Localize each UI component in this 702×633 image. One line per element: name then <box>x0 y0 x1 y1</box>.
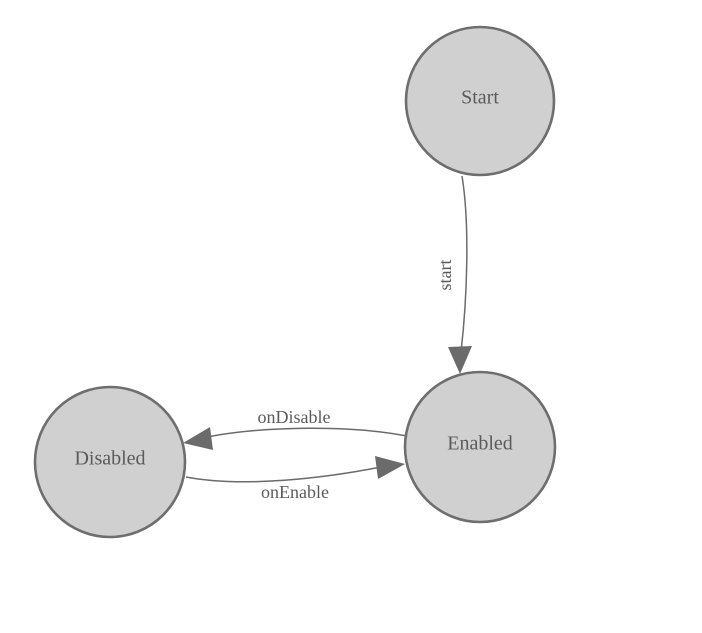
node-enabled-label: Enabled <box>447 433 513 455</box>
edge-start-to-enabled-label: start <box>435 260 455 291</box>
edge-disabled-to-enabled-path <box>185 466 382 483</box>
node-start-circle <box>404 25 556 177</box>
edge-enabled-to-disabled-label: onDisable <box>258 407 331 427</box>
node-start-label: Start <box>461 87 499 109</box>
node-start[interactable]: Start <box>404 25 556 177</box>
node-disabled-label: Disabled <box>74 448 145 470</box>
edge-start-to-enabled[interactable]: start <box>435 175 472 374</box>
node-enabled[interactable]: Enabled <box>403 370 557 524</box>
edge-disabled-to-enabled-label: onEnable <box>261 482 329 502</box>
edge-start-to-enabled-arrowhead <box>448 346 472 374</box>
edge-start-to-enabled-path <box>460 175 468 353</box>
edge-disabled-to-enabled[interactable]: onEnable <box>185 456 405 502</box>
edge-disabled-to-enabled-arrowhead <box>375 456 405 479</box>
edge-enabled-to-disabled-path <box>206 427 408 438</box>
node-enabled-circle <box>403 370 557 524</box>
edge-enabled-to-disabled-arrowhead <box>183 427 213 450</box>
edge-enabled-to-disabled[interactable]: onDisable <box>183 407 408 450</box>
node-disabled[interactable]: Disabled <box>33 385 187 539</box>
node-disabled-circle <box>33 385 187 539</box>
